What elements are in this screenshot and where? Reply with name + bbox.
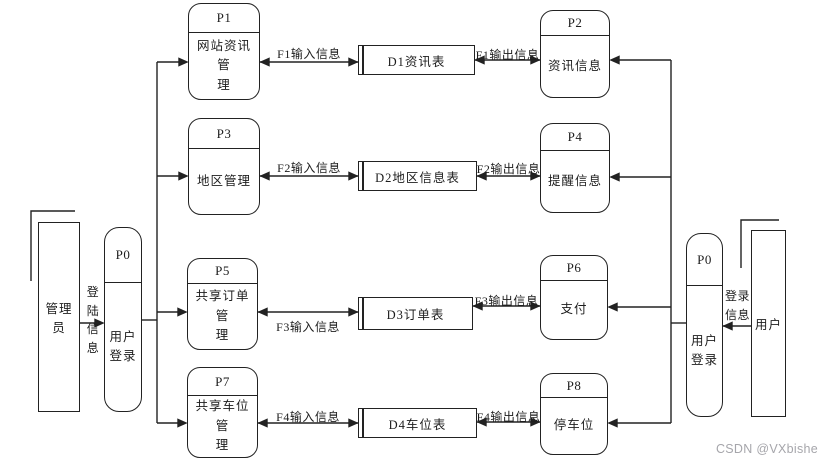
process-id: P5 [188, 259, 257, 284]
flow-label-f4-in: F4输入信息 [276, 410, 340, 424]
process-label: 地区管理 [196, 173, 251, 188]
process-label: 用户 登录 [690, 333, 718, 367]
process-label: 资讯信息 [547, 58, 602, 73]
flow-label-f2-in: F2输入信息 [277, 161, 341, 175]
process-p0-left: P0 用户 登录 [104, 227, 142, 412]
flow-label-f1-in: F1输入信息 [277, 47, 341, 61]
process-p0-right: P0 用户 登录 [686, 233, 723, 417]
flow-label-f3-in: F3输入信息 [276, 320, 340, 334]
entity-admin: 管理员 [38, 222, 80, 412]
datastore-d4: D4车位表 [358, 408, 477, 438]
process-label: 提醒信息 [547, 173, 602, 188]
process-id: P0 [687, 234, 722, 286]
datastore-d2: D2地区信息表 [358, 161, 477, 191]
process-id: P8 [541, 374, 607, 398]
csdn-watermark: CSDN @VXbishe [715, 442, 818, 456]
process-id: P6 [541, 256, 607, 281]
entity-user: 用户 [751, 230, 786, 417]
process-p2: P2 资讯信息 [540, 10, 610, 98]
process-id: P4 [541, 124, 609, 151]
process-id: P3 [189, 119, 259, 149]
process-p7: P7 共享车位管 理 [187, 367, 258, 458]
process-label: 共享车位管 理 [195, 399, 250, 453]
flow-label-user-login: 登录 信息 [724, 289, 750, 322]
process-label: 停车位 [553, 418, 595, 433]
flow-label-f3-out: F3输出信息 [474, 294, 539, 308]
flow-label-admin-login: 登陆 信息 [86, 285, 100, 355]
process-p4: P4 提醒信息 [540, 123, 610, 213]
process-label: 共享订单管 理 [195, 289, 250, 343]
process-id: P1 [189, 4, 259, 33]
process-p6: P6 支付 [540, 255, 608, 340]
process-p5: P5 共享订单管 理 [187, 258, 258, 350]
process-id: P0 [105, 228, 141, 283]
process-id: P2 [541, 11, 609, 36]
flow-label-f4-out: F4输出信息 [476, 410, 541, 424]
process-p3: P3 地区管理 [188, 118, 260, 215]
process-label: 支付 [560, 302, 588, 317]
flow-label-f1-out: F1输出信息 [475, 48, 540, 62]
process-p8: P8 停车位 [540, 373, 608, 455]
process-label: 网站资讯管 理 [196, 38, 251, 92]
process-p1: P1 网站资讯管 理 [188, 3, 260, 100]
datastore-d3: D3订单表 [358, 297, 473, 330]
process-id: P7 [188, 368, 257, 396]
flow-label-f2-out: F2输出信息 [476, 162, 541, 176]
datastore-d1: D1资讯表 [358, 45, 475, 75]
process-label: 用户 登录 [109, 329, 137, 363]
